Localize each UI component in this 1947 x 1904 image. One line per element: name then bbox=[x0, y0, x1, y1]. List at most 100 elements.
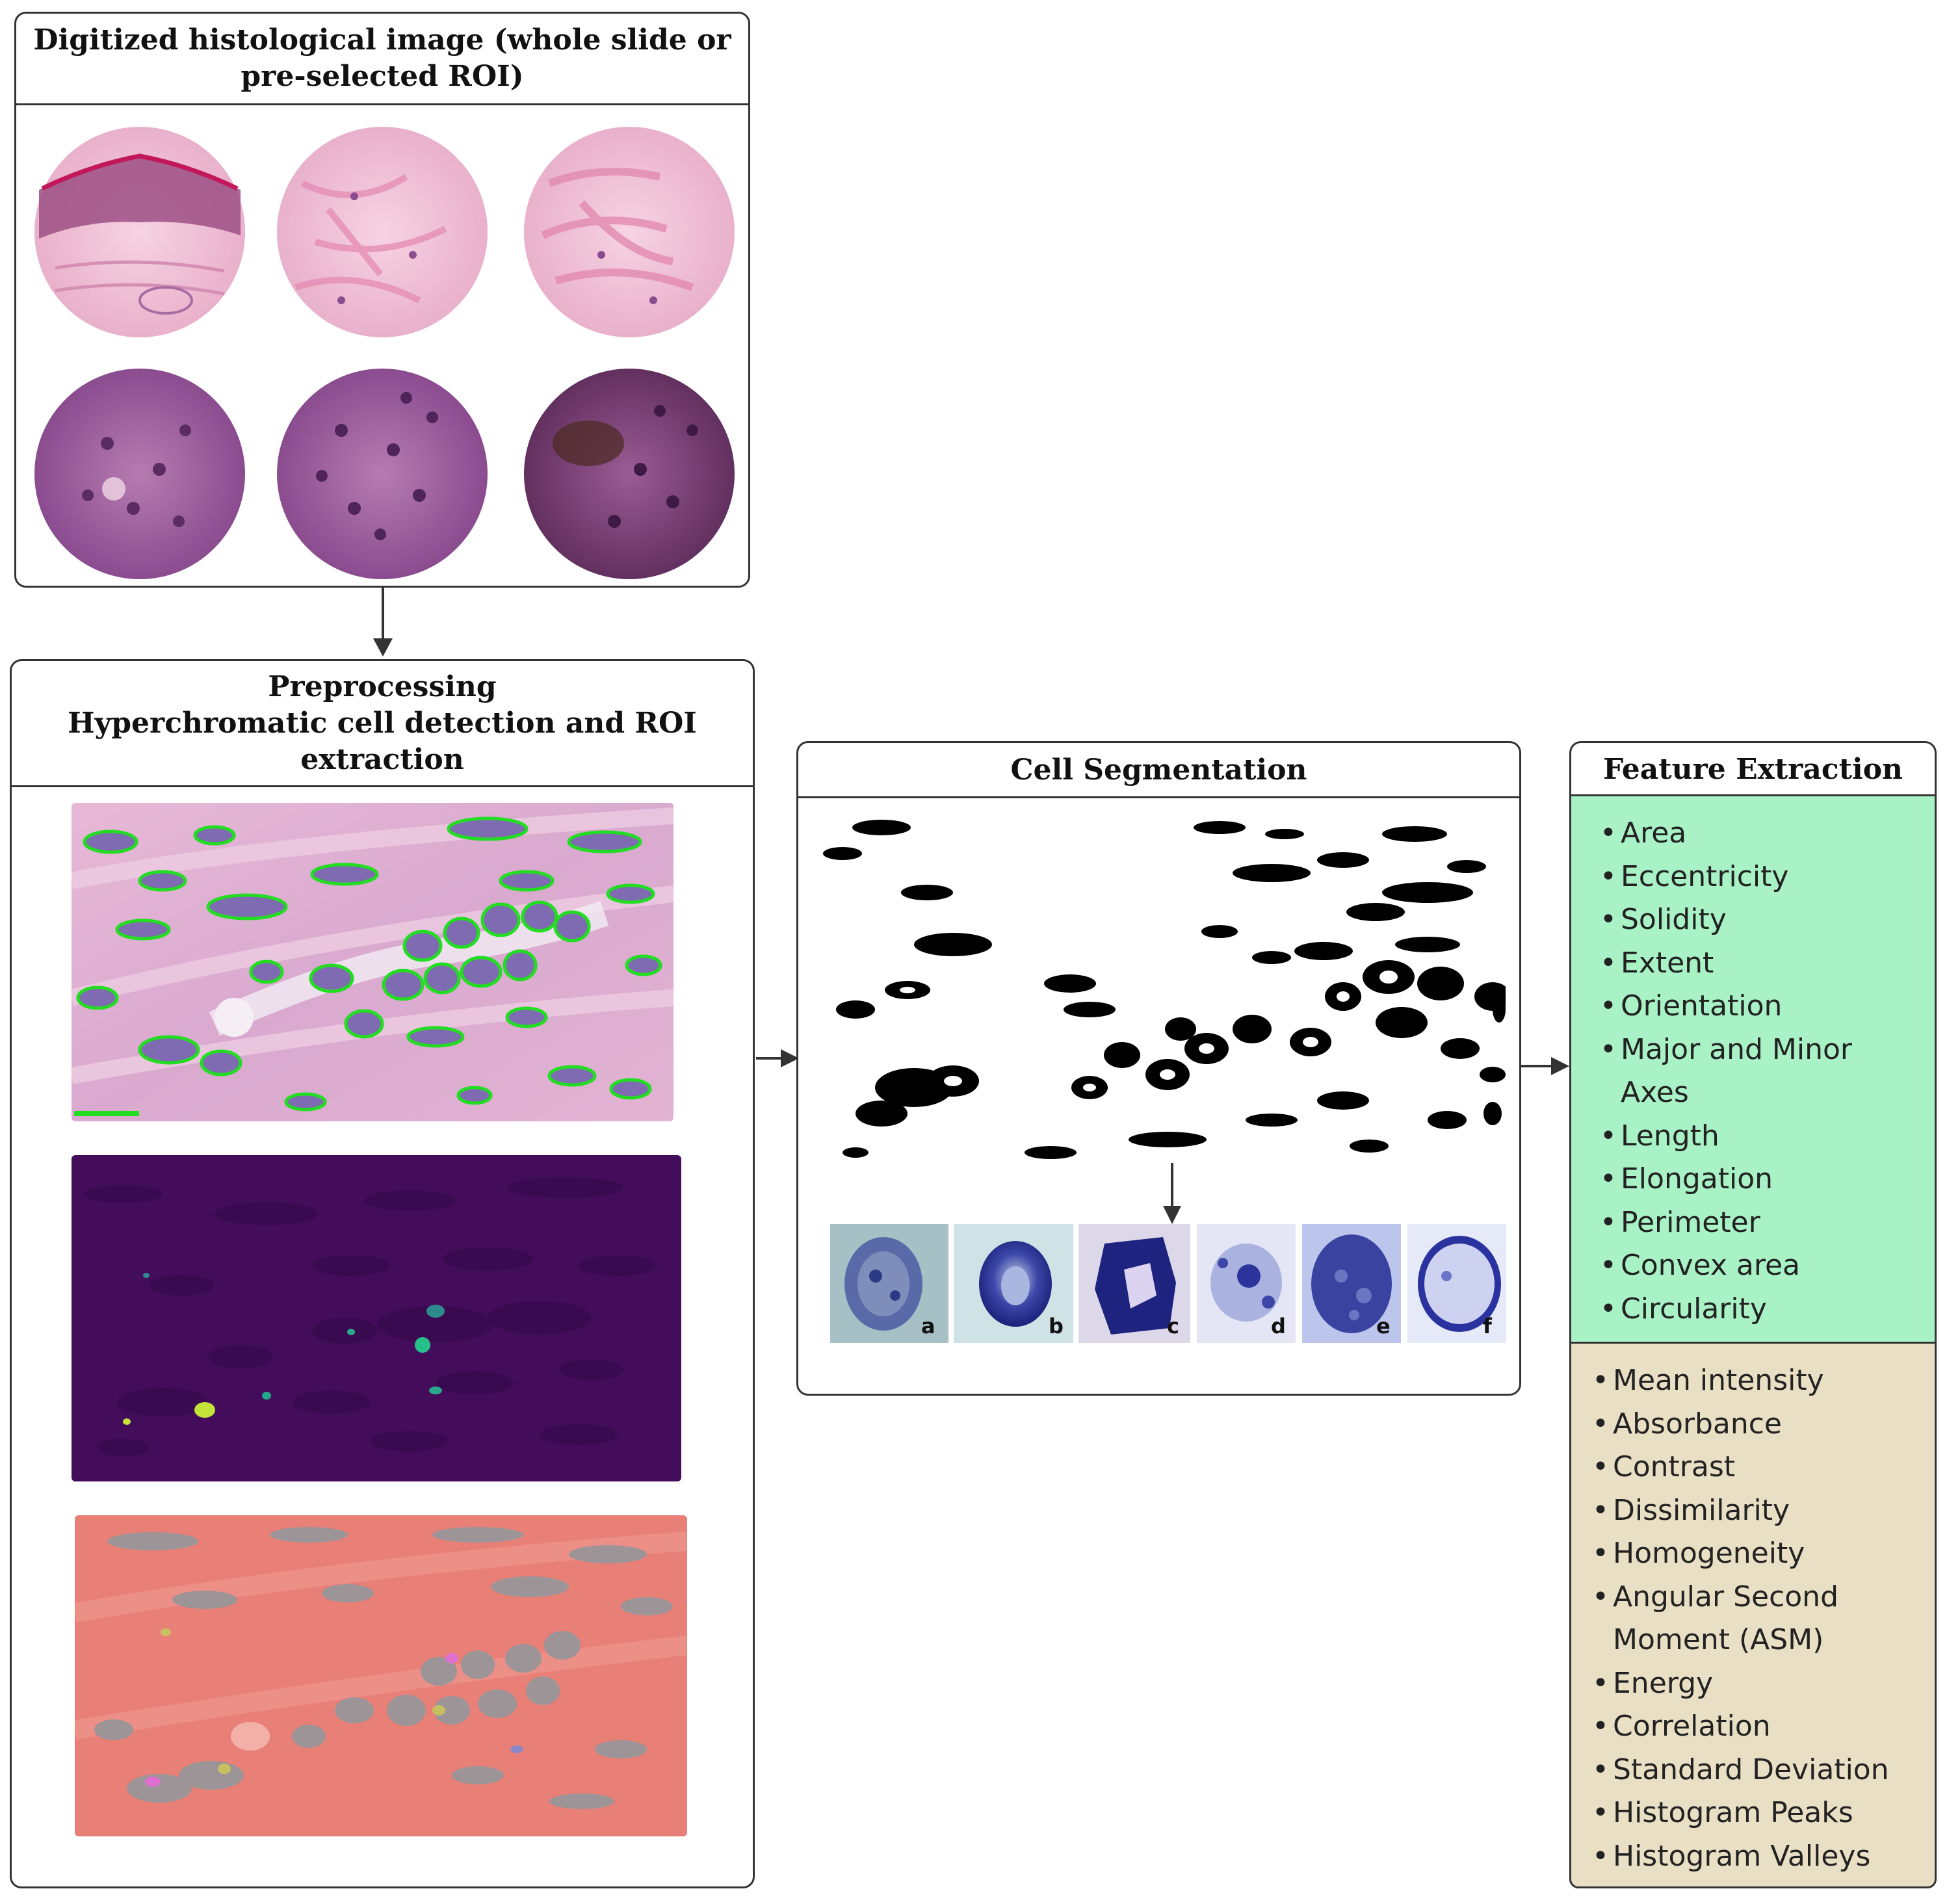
feature-label: Absorbance bbox=[1613, 1407, 1783, 1441]
feature-item: •Convex area bbox=[1596, 1244, 1935, 1288]
bullet-icon: • bbox=[1600, 1032, 1617, 1066]
feature-extraction-box: Feature Extraction •Area•Eccentricity•So… bbox=[1569, 741, 1937, 1888]
feature-item: •Homogeneity bbox=[1588, 1532, 1935, 1576]
texture-features-list: •Mean intensity•Absorbance•Contrast•Diss… bbox=[1588, 1359, 1935, 1878]
feature-item: •Orientation bbox=[1596, 985, 1935, 1028]
arrow-icon bbox=[1163, 1163, 1181, 1224]
tissue-core-6 bbox=[524, 369, 735, 579]
contour-detection-panel bbox=[72, 803, 673, 1121]
bullet-icon: • bbox=[1592, 1364, 1609, 1397]
cell-crop-label-b: b bbox=[1049, 1314, 1064, 1338]
feature-label: Histogram Valleys bbox=[1613, 1839, 1871, 1873]
segmentation-box-header: Cell Segmentation bbox=[798, 743, 1519, 798]
feature-item: •Elongation bbox=[1596, 1158, 1935, 1201]
tissue-core-2 bbox=[277, 127, 488, 337]
tissue-core-1 bbox=[34, 127, 245, 337]
bullet-icon: • bbox=[1592, 1796, 1609, 1829]
arrow-icon bbox=[373, 588, 393, 657]
bullet-icon: • bbox=[1600, 859, 1617, 893]
feature-item: •Circularity bbox=[1596, 1288, 1935, 1331]
feature-item: Moment (ASM) bbox=[1588, 1619, 1935, 1662]
bullet-icon: • bbox=[1600, 903, 1617, 936]
feature-item: •Extent bbox=[1596, 942, 1935, 985]
feature-label: Correlation bbox=[1613, 1710, 1771, 1743]
segmentation-box: Cell Segmentation bbox=[796, 741, 1521, 1396]
feature-label: Angular Second bbox=[1613, 1580, 1838, 1613]
feature-item: •Eccentricity bbox=[1596, 855, 1935, 899]
bullet-icon: • bbox=[1592, 1407, 1609, 1441]
histology-box-title-line1: Digitized histological image (whole slid… bbox=[33, 23, 731, 57]
binary-mask-panel bbox=[817, 815, 1506, 1179]
preprocessing-box: Preprocessing Hyperchromatic cell detect… bbox=[10, 659, 755, 1888]
feature-label: Histogram Peaks bbox=[1613, 1796, 1853, 1829]
feature-label: Homogeneity bbox=[1613, 1537, 1805, 1570]
feature-label: Axes bbox=[1621, 1076, 1689, 1109]
histology-box-title-line2: pre-selected ROI) bbox=[241, 60, 524, 93]
bullet-icon: • bbox=[1600, 1162, 1617, 1195]
preprocessing-title-line1: Preprocessing bbox=[268, 670, 497, 703]
cell-crop-a bbox=[830, 1224, 948, 1343]
feature-item: •Histogram Peaks bbox=[1588, 1792, 1935, 1835]
bullet-icon: • bbox=[1600, 1205, 1617, 1239]
histology-box-header: Digitized histological image (whole slid… bbox=[16, 14, 748, 105]
cell-crop-label-d: d bbox=[1271, 1314, 1286, 1338]
feature-box-title: Feature Extraction bbox=[1602, 753, 1903, 786]
bullet-icon: • bbox=[1600, 1292, 1617, 1325]
cell-crop-label-a: a bbox=[921, 1314, 935, 1338]
feature-label: Standard Deviation bbox=[1613, 1753, 1889, 1786]
arrow-icon bbox=[756, 1049, 799, 1067]
feature-label: Length bbox=[1621, 1119, 1719, 1153]
shape-features-panel: •Area•Eccentricity•Solidity•Extent•Orien… bbox=[1569, 794, 1937, 1344]
feature-label: Major and Minor bbox=[1621, 1032, 1852, 1066]
feature-label: Circularity bbox=[1621, 1292, 1767, 1325]
bullet-icon: • bbox=[1592, 1537, 1609, 1570]
cell-crop-f bbox=[1407, 1224, 1506, 1343]
feature-box-header: Feature Extraction bbox=[1569, 741, 1937, 796]
bullet-icon: • bbox=[1592, 1450, 1609, 1483]
feature-item: Axes bbox=[1596, 1071, 1935, 1115]
histology-input-box: Digitized histological image (whole slid… bbox=[14, 12, 750, 588]
texture-features-panel: •Mean intensity•Absorbance•Contrast•Diss… bbox=[1569, 1342, 1937, 1888]
feature-item: •Absorbance bbox=[1588, 1403, 1935, 1446]
feature-label: Mean intensity bbox=[1613, 1364, 1824, 1397]
feature-label: Orientation bbox=[1621, 989, 1783, 1023]
tissue-core-grid bbox=[34, 127, 735, 579]
bullet-icon: • bbox=[1600, 1249, 1617, 1282]
feature-label: Perimeter bbox=[1621, 1205, 1760, 1239]
bullet-icon: • bbox=[1600, 989, 1617, 1023]
feature-item: •Angular Second bbox=[1588, 1576, 1935, 1619]
feature-label: Convex area bbox=[1621, 1249, 1801, 1282]
tissue-core-3 bbox=[524, 127, 735, 337]
feature-item: •Contrast bbox=[1588, 1446, 1935, 1489]
feature-item: •Dissimilarity bbox=[1588, 1489, 1935, 1533]
label-map-panel bbox=[72, 1155, 681, 1481]
preprocessing-box-header: Preprocessing Hyperchromatic cell detect… bbox=[12, 661, 753, 787]
tissue-core-5 bbox=[277, 369, 488, 579]
cell-crop-c bbox=[1078, 1224, 1190, 1343]
cell-crop-b bbox=[954, 1224, 1073, 1343]
feature-item: •Mean intensity bbox=[1588, 1359, 1935, 1403]
feature-item: •Perimeter bbox=[1596, 1201, 1935, 1245]
cell-crop-d bbox=[1197, 1224, 1296, 1343]
feature-item: •Length bbox=[1596, 1115, 1935, 1158]
feature-item: •Area bbox=[1596, 812, 1935, 855]
feature-item: •Standard Deviation bbox=[1588, 1749, 1935, 1792]
preprocessing-title-line3: extraction bbox=[300, 742, 464, 776]
roi-overlay-panel bbox=[75, 1515, 687, 1836]
bullet-icon: • bbox=[1600, 946, 1617, 980]
bullet-icon: • bbox=[1592, 1666, 1609, 1700]
cell-crop-label-f: f bbox=[1483, 1314, 1492, 1338]
preprocessing-title-line2: Hyperchromatic cell detection and ROI bbox=[68, 706, 697, 740]
feature-label: Solidity bbox=[1621, 903, 1727, 936]
feature-item: •Correlation bbox=[1588, 1705, 1935, 1749]
bullet-icon: • bbox=[1600, 816, 1617, 850]
feature-label: Energy bbox=[1613, 1666, 1714, 1700]
feature-label: Dissimilarity bbox=[1613, 1493, 1790, 1527]
shape-features-list: •Area•Eccentricity•Solidity•Extent•Orien… bbox=[1596, 812, 1935, 1331]
cell-crop-label-c: c bbox=[1167, 1314, 1179, 1338]
bullet-icon: • bbox=[1592, 1710, 1609, 1743]
bullet-icon: • bbox=[1592, 1493, 1609, 1527]
feature-item: •Major and Minor bbox=[1596, 1028, 1935, 1072]
bullet-icon: • bbox=[1592, 1839, 1609, 1873]
bullet-icon: • bbox=[1600, 1119, 1617, 1153]
